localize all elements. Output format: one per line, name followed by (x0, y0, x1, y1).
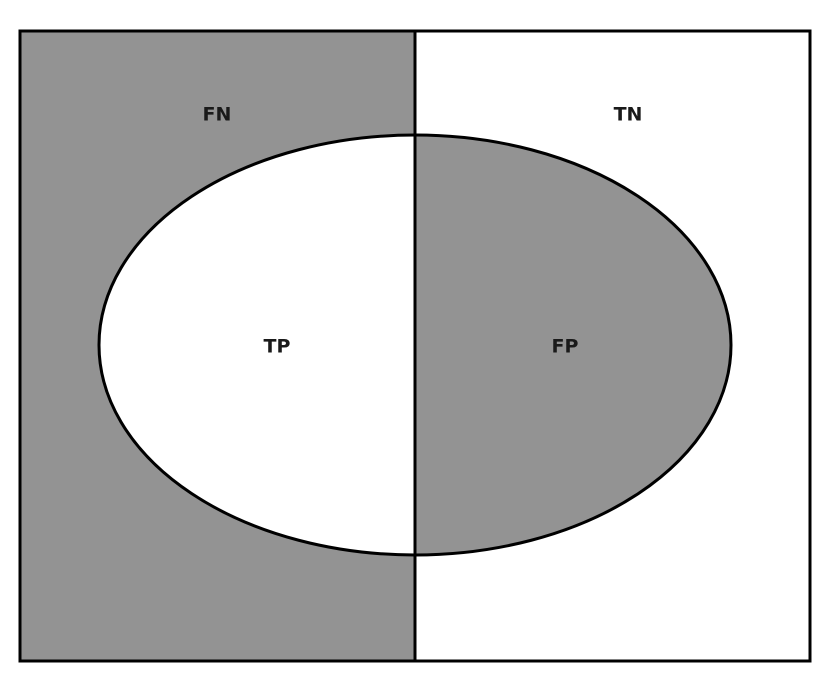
outer-border (18, 29, 812, 663)
fp-region (415, 135, 731, 555)
fn-label: FN (203, 104, 232, 126)
tp-region (99, 135, 415, 555)
tp-label: TP (264, 336, 291, 358)
fp-label: FP (552, 336, 579, 358)
tn-label: TN (614, 104, 643, 126)
